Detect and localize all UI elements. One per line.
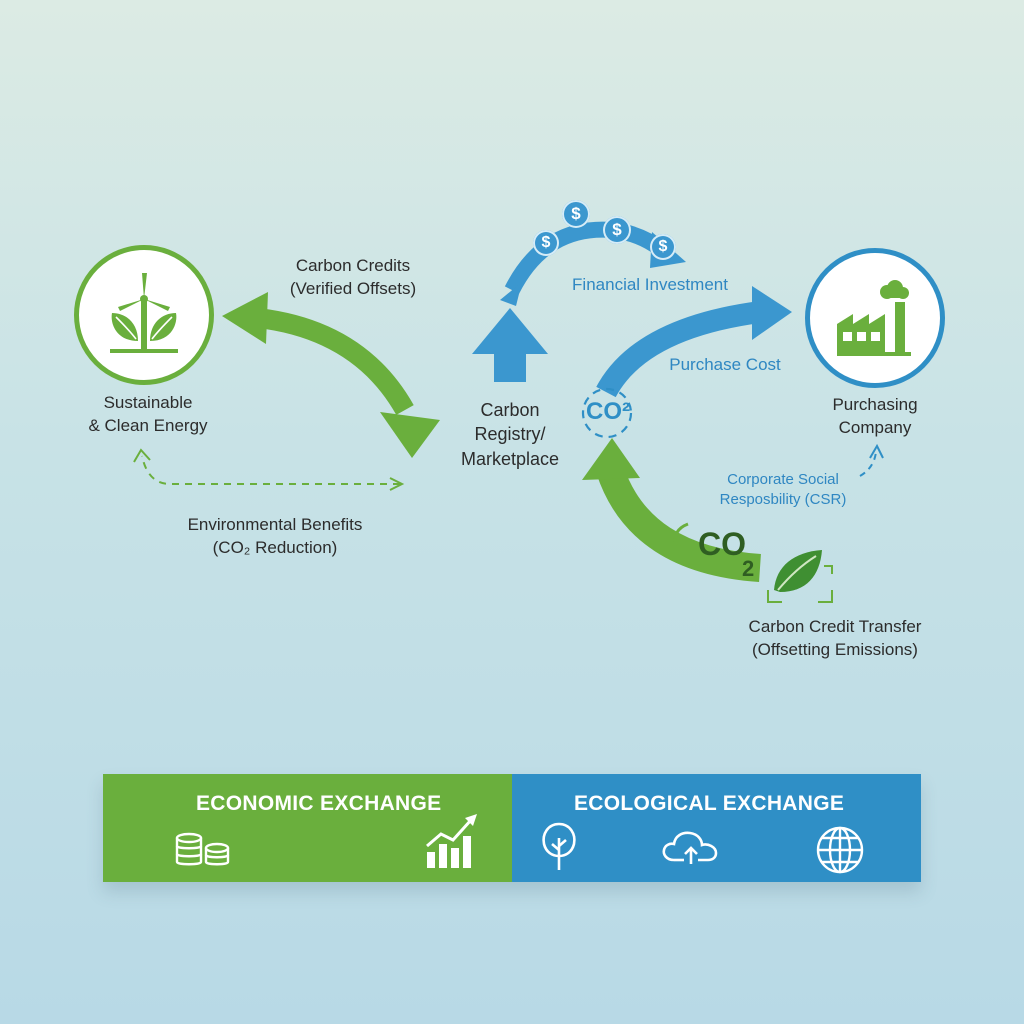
energy-label-line1: Sustainable: [103, 393, 193, 412]
registry-label-line2: Registry/: [474, 424, 546, 445]
dollar-coin-icon: $: [562, 200, 590, 228]
carbon-credits-line1: Carbon Credits: [295, 256, 411, 275]
credit-transfer-label: Carbon Credit Transfer (Offsetting Emiss…: [730, 616, 940, 662]
environmental-benefits-line2: (CO₂ Reduction): [212, 537, 338, 557]
csr-line2: Resposbility (CSR): [719, 491, 847, 509]
dollar-symbol: $: [658, 238, 668, 255]
co2-green-main: CO: [698, 526, 746, 562]
growth-chart-icon: [426, 814, 477, 868]
credit-transfer-line1: Carbon Credit Transfer: [748, 617, 922, 636]
purchase-cost-label: Purchase Cost: [655, 354, 795, 377]
dollar-coin-icon: $: [533, 230, 559, 256]
financial-investment-text: Financial Investment: [572, 275, 728, 294]
energy-node-circle: [74, 245, 214, 385]
company-label-line2: Company: [838, 417, 912, 437]
energy-label-line2: & Clean Energy: [88, 415, 208, 435]
co2-center-ring: [581, 387, 633, 439]
wind-turbine-leaves-icon: [110, 273, 178, 353]
tree-icon: [542, 822, 576, 870]
credit-transfer-arrow: [582, 438, 762, 582]
factory-icon: [837, 280, 911, 356]
dollar-symbol: $: [541, 234, 551, 251]
registry-node-label: Carbon Registry/ Marketplace: [448, 398, 572, 471]
globe-icon: [816, 826, 864, 874]
ecological-exchange-title: ECOLOGICAL EXCHANGE: [574, 792, 845, 815]
economic-exchange-panel: ECONOMIC EXCHANGE: [103, 774, 512, 882]
dollar-coin-icon: $: [650, 234, 676, 260]
financial-investment-label: Financial Investment: [555, 274, 745, 297]
environmental-benefits-label: Environmental Benefits (CO₂ Reduction): [170, 514, 380, 560]
registry-label-line3: Marketplace: [460, 448, 560, 469]
leaf-frame: [767, 565, 833, 603]
co2-center-symbol: CO²: [586, 398, 630, 426]
co2-green-subscript: 2: [742, 556, 754, 582]
environmental-benefits-line1: Environmental Benefits: [187, 515, 363, 534]
small-green-return-arrow: [668, 522, 689, 551]
csr-label: Corporate Social Resposbility (CSR): [698, 470, 868, 511]
co2-green-symbol: CO: [698, 526, 746, 563]
dollar-symbol: $: [571, 204, 581, 223]
purchase-cost-arrow: [596, 286, 792, 398]
co2-green-sub: 2: [742, 556, 755, 581]
csr-dashed-arrow: [859, 443, 884, 477]
credit-transfer-line2: (Offsetting Emissions): [752, 639, 918, 659]
company-node-label: Purchasing Company: [800, 394, 950, 440]
registry-up-arrow: [472, 308, 548, 382]
dollar-coin-icon: $: [603, 216, 631, 244]
dollar-symbol: $: [612, 220, 622, 239]
carbon-credits-label: Carbon Credits (Verified Offsets): [268, 255, 438, 301]
csr-line1: Corporate Social: [727, 471, 839, 488]
company-label-line1: Purchasing: [832, 395, 918, 414]
registry-label-line1: Carbon: [480, 400, 540, 420]
coins-icon: [175, 832, 230, 866]
ecological-exchange-panel: ECOLOGICAL EXCHANGE: [512, 774, 921, 882]
leaf-icon: [774, 550, 822, 592]
environmental-benefits-dashed-arrow: [133, 448, 405, 491]
energy-node-label: Sustainable & Clean Energy: [68, 392, 228, 438]
economic-exchange-title: ECONOMIC EXCHANGE: [196, 792, 442, 815]
cloud-upload-icon: [662, 831, 718, 864]
carbon-credits-line2: (Verified Offsets): [289, 278, 417, 298]
co2-center-text: CO²: [586, 398, 630, 425]
exchange-band: ECONOMIC EXCHANGE: [103, 774, 921, 882]
purchase-cost-text: Purchase Cost: [669, 355, 781, 374]
company-node-circle: [805, 248, 945, 388]
carbon-credits-arrow: [222, 292, 440, 458]
